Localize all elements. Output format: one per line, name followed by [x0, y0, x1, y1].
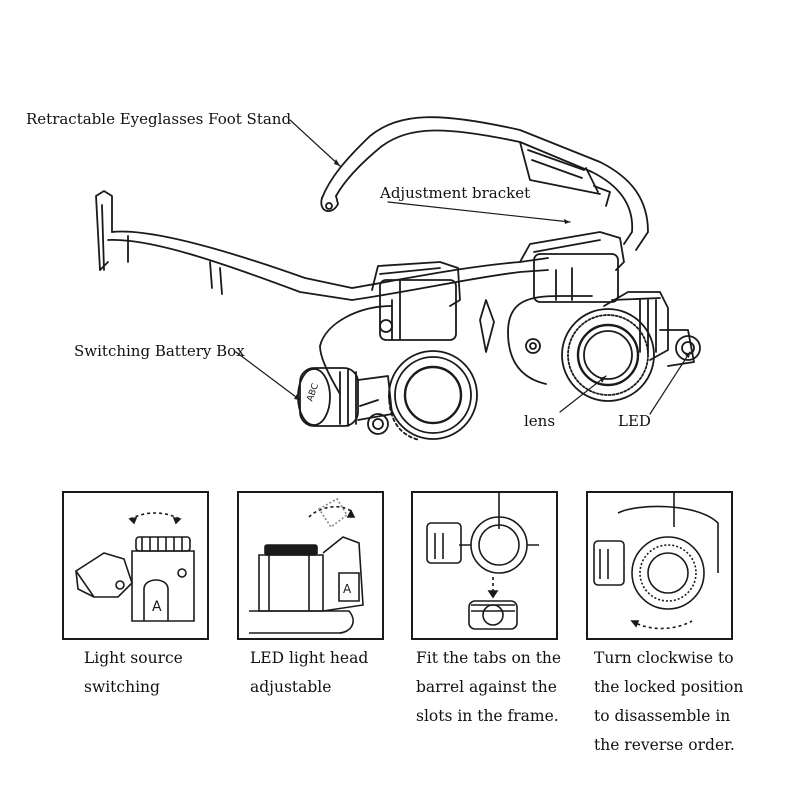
label-led: LED	[618, 412, 651, 430]
left-temple-arm	[95, 190, 353, 301]
left-loupe-housing	[319, 261, 461, 395]
panel-led-head-adjustable: A	[237, 491, 384, 640]
label-lens: lens	[524, 412, 556, 430]
clockwise-arrow-icon	[631, 620, 693, 630]
label-foot-stand: Retractable Eyeglasses Foot Stand	[26, 110, 292, 128]
callout-lines	[235, 119, 691, 415]
label-adjustment-bracket: Adjustment bracket	[380, 184, 531, 202]
label-battery-box: Switching Battery Box	[74, 342, 245, 360]
rotate-arrow-icon	[129, 512, 181, 520]
caption-led-head: LED light head adjustable	[250, 649, 369, 696]
panel-fit-tabs	[411, 491, 558, 640]
svg-text:ABC: ABC	[305, 382, 321, 403]
panel-light-source-switching: A	[62, 491, 209, 640]
magnifier-glasses-illustration: ABC	[95, 116, 701, 441]
rotate-arrow-icon	[308, 505, 352, 518]
caption-turn-clockwise: Turn clockwise to the locked position to…	[594, 649, 744, 754]
caption-fit-tabs: Fit the tabs on the barrel against the s…	[416, 649, 562, 725]
right-temple-arm	[320, 116, 649, 251]
panel-turn-clockwise	[586, 491, 733, 640]
caption-light-source: Light source switching	[84, 649, 183, 696]
right-lens-barrel	[561, 308, 655, 402]
right-loupe-housing	[507, 231, 625, 385]
left-battery-box	[297, 367, 393, 435]
right-battery-box	[603, 291, 701, 367]
svg-text:A: A	[343, 582, 352, 596]
left-lens-barrel	[388, 350, 478, 441]
svg-text:A: A	[152, 599, 162, 615]
